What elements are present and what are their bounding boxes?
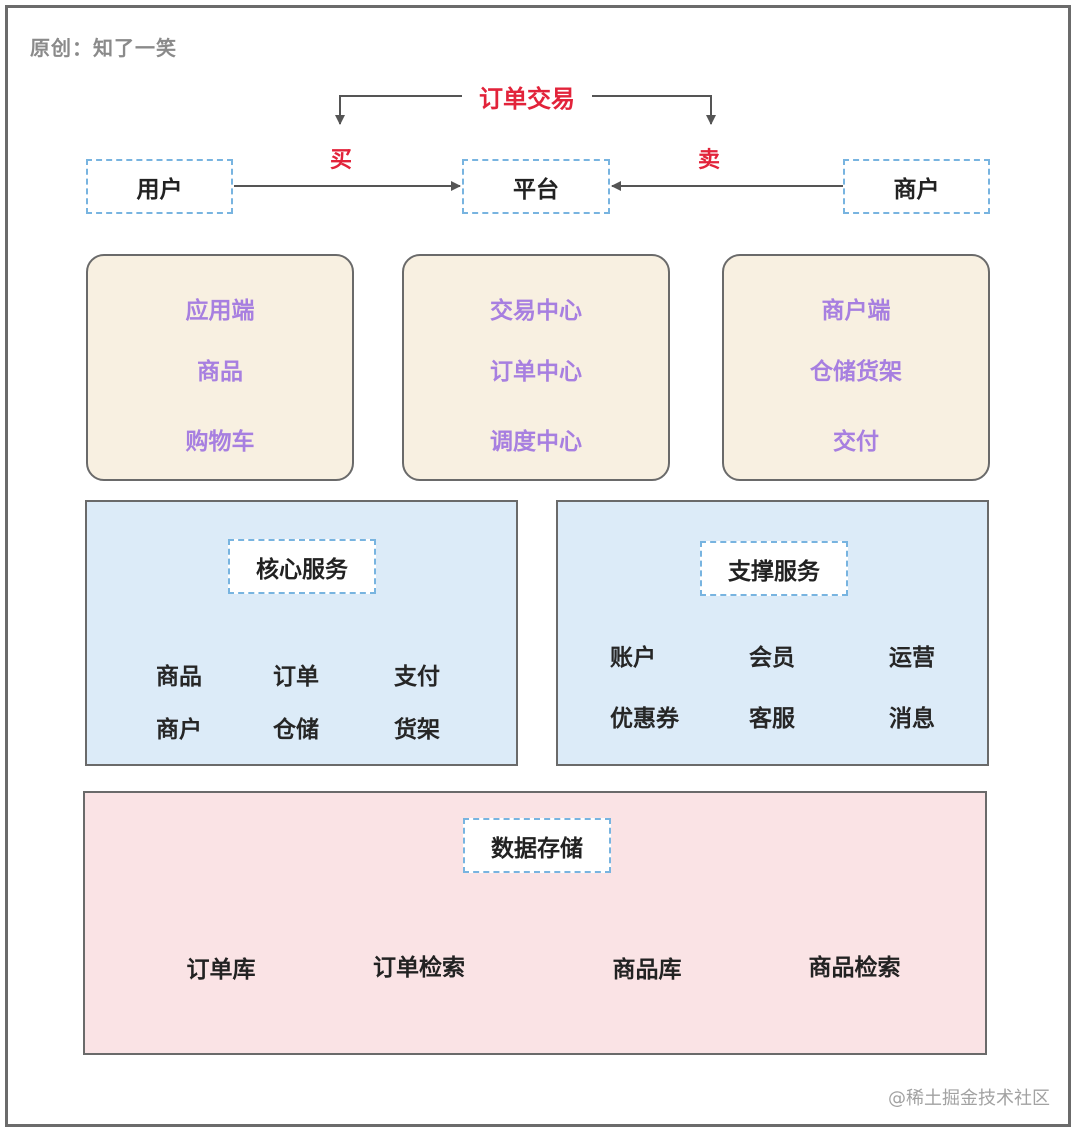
merchant-client-panel: 商户端 仓储货架 交付 [722, 254, 990, 481]
app-client-panel: 应用端 商品 购物车 [86, 254, 354, 481]
support-item-membership: 会员 [749, 645, 795, 671]
buy-label: 买 [330, 148, 353, 173]
core-services-panel: 核心服务 商品 订单 支付 商户 仓储 货架 [85, 500, 518, 766]
trade-arrow-left [335, 95, 462, 125]
panel-item-product: 商品 [197, 359, 243, 385]
panel-item-delivery: 交付 [833, 429, 879, 455]
panel-item-warehouse-shelf: 仓储货架 [810, 359, 902, 385]
watermark-text: @稀土掘金技术社区 [888, 1088, 1050, 1109]
core-item-order: 订单 [273, 664, 319, 690]
support-item-operations: 运营 [889, 645, 935, 671]
panel-item-merchant-client: 商户端 [821, 298, 891, 324]
credit-text: 原创：知了一笑 [30, 36, 177, 60]
panel-item-dispatch-center: 调度中心 [490, 429, 582, 455]
support-item-coupon: 优惠券 [610, 706, 679, 732]
sell-label: 卖 [698, 148, 721, 173]
core-item-warehouse: 仓储 [273, 717, 319, 743]
panel-item-app: 应用端 [185, 298, 255, 324]
trade-center-panel: 交易中心 订单中心 调度中心 [402, 254, 670, 481]
order-trade-title: 订单交易 [462, 79, 592, 114]
core-services-title: 核心服务 [228, 539, 376, 594]
core-item-payment: 支付 [394, 664, 440, 690]
order-search-label: 订单检索 [373, 955, 465, 981]
product-db-label: 商品库 [612, 957, 682, 983]
user-box: 用户 [86, 159, 233, 214]
panel-item-cart: 购物车 [185, 429, 255, 455]
support-services-title: 支撑服务 [700, 541, 848, 596]
support-item-account: 账户 [610, 645, 656, 671]
trade-arrow-right [592, 95, 716, 125]
support-services-panel: 支撑服务 账户 会员 运营 优惠券 客服 消息 [556, 500, 989, 766]
support-item-message: 消息 [889, 706, 935, 732]
product-search-label: 商品检索 [808, 955, 901, 981]
data-storage-panel: 数据存储 [83, 791, 987, 1055]
outer-frame [5, 5, 1071, 1127]
core-item-merchant: 商户 [156, 717, 202, 743]
platform-box: 平台 [462, 159, 610, 214]
panel-item-order-center: 订单中心 [490, 359, 582, 385]
core-item-product: 商品 [156, 664, 202, 690]
core-item-shelf: 货架 [394, 717, 440, 743]
support-item-customer-service: 客服 [749, 706, 795, 732]
order-db-label: 订单库 [186, 957, 256, 983]
merchant-box: 商户 [843, 159, 990, 214]
panel-item-trade-center: 交易中心 [490, 298, 582, 324]
data-storage-title: 数据存储 [463, 818, 611, 873]
